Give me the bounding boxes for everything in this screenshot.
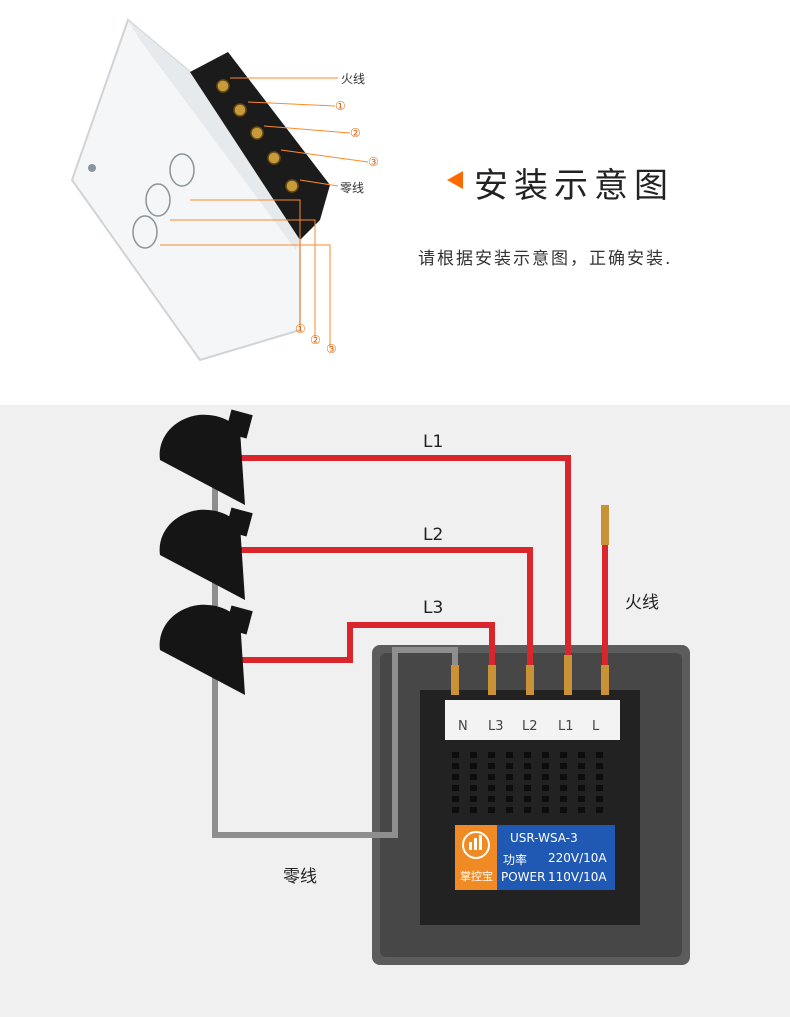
vent-hole	[452, 796, 459, 802]
neutral-wire-label: 零线	[283, 867, 317, 887]
terminal-l2-label: L2	[522, 719, 538, 734]
vent-hole	[542, 785, 549, 791]
vent-hole	[578, 774, 585, 780]
vent-hole	[524, 796, 531, 802]
terminal-l1-label: L1	[558, 719, 574, 734]
vent-hole	[488, 807, 495, 813]
neutral-terminal-label: 零线	[340, 181, 365, 195]
vent-hole	[488, 752, 495, 758]
vent-hole	[506, 752, 513, 758]
rating-110: 110V/10A	[548, 870, 607, 884]
vent-hole	[452, 763, 459, 769]
wire-l2-label: L2	[423, 525, 444, 545]
vent-hole	[488, 796, 495, 802]
button-2-label: ②	[310, 333, 321, 347]
vent-hole	[560, 796, 567, 802]
switch-illustration	[70, 18, 369, 362]
vent-hole	[560, 752, 567, 758]
vent-hole	[596, 774, 603, 780]
vent-hole	[506, 785, 513, 791]
button-3-label: ③	[326, 342, 337, 356]
wire-l3-label: L3	[423, 598, 444, 618]
button-1-label: ①	[295, 322, 306, 336]
vent-hole	[506, 763, 513, 769]
terminal-3-label: ③	[368, 155, 379, 169]
vent-hole	[470, 785, 477, 791]
vent-hole	[596, 807, 603, 813]
terminal-2-label: ②	[350, 126, 361, 140]
vent-hole	[578, 785, 585, 791]
page-subtitle: 请根据安装示意图，正确安装.	[418, 249, 673, 269]
vent-hole	[578, 796, 585, 802]
live-wire-label: 火线	[625, 593, 659, 613]
terminal-l3-label: L3	[488, 719, 504, 734]
vent-hole	[506, 774, 513, 780]
vent-hole	[596, 752, 603, 758]
terminal-l-label: L	[592, 719, 600, 734]
vent-hole	[596, 796, 603, 802]
vent-hole	[524, 807, 531, 813]
vent-hole	[596, 763, 603, 769]
vent-hole	[542, 763, 549, 769]
vent-hole	[488, 763, 495, 769]
page-title: 安装示意图	[474, 166, 674, 206]
vent-hole	[560, 774, 567, 780]
vent-hole	[578, 807, 585, 813]
vent-hole	[578, 763, 585, 769]
title-arrow-icon	[447, 171, 463, 189]
vent-hole	[542, 796, 549, 802]
vent-hole	[452, 807, 459, 813]
vent-hole	[488, 774, 495, 780]
vent-hole	[524, 763, 531, 769]
vent-hole	[452, 752, 459, 758]
vent-hole	[470, 763, 477, 769]
vent-hole	[470, 796, 477, 802]
wire-l1-label: L1	[423, 432, 444, 452]
power-en-label: POWER	[501, 870, 546, 884]
power-cn-label: 功率	[503, 853, 528, 867]
vent-hole	[470, 752, 477, 758]
vent-hole	[542, 807, 549, 813]
model-number: USR-WSA-3	[510, 831, 578, 845]
rating-220: 220V/10A	[548, 851, 607, 865]
terminal-n-label: N	[458, 719, 468, 734]
vent-hole	[542, 752, 549, 758]
terminal-1-label: ①	[335, 99, 346, 113]
vent-hole	[524, 752, 531, 758]
vent-hole	[452, 785, 459, 791]
vent-hole	[578, 752, 585, 758]
brand-name: 掌控宝	[460, 870, 493, 883]
vent-hole	[452, 774, 459, 780]
vent-hole	[506, 807, 513, 813]
vent-hole	[470, 774, 477, 780]
vent-hole	[560, 807, 567, 813]
vent-hole	[506, 796, 513, 802]
vent-hole	[596, 785, 603, 791]
vent-hole	[470, 807, 477, 813]
vent-hole	[560, 763, 567, 769]
vent-hole	[524, 785, 531, 791]
vent-hole	[542, 774, 549, 780]
vent-hole	[524, 774, 531, 780]
live-terminal-label: 火线	[341, 72, 366, 86]
vent-hole	[560, 785, 567, 791]
vent-hole	[488, 785, 495, 791]
